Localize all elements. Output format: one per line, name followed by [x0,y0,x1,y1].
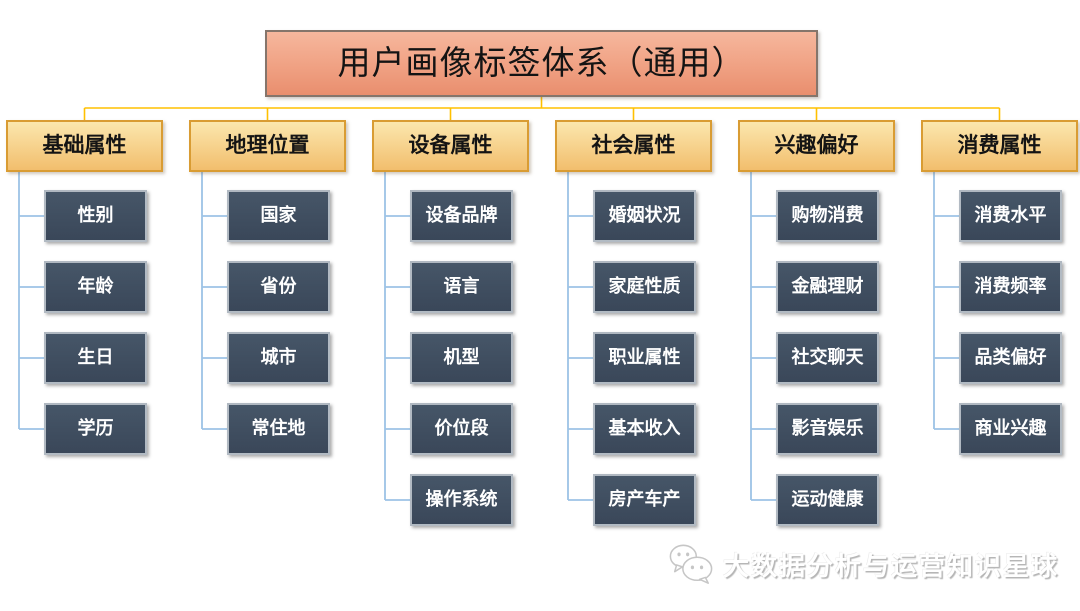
category-box-3: 设备属性 [372,120,529,172]
category-box-2: 地理位置 [189,120,346,172]
leaf-box: 职业属性 [593,332,696,384]
leaf-box: 社交聊天 [776,332,879,384]
leaf-box: 影音娱乐 [776,403,879,455]
leaf-box: 家庭性质 [593,261,696,313]
leaf-box: 金融理财 [776,261,879,313]
category-box-5: 兴趣偏好 [738,120,895,172]
category-box-1: 基础属性 [6,120,163,172]
leaf-box: 生日 [44,332,147,384]
leaf-box: 设备品牌 [410,190,513,242]
leaf-box: 婚姻状况 [593,190,696,242]
category-box-4: 社会属性 [555,120,712,172]
leaf-box: 消费水平 [959,190,1062,242]
leaf-box: 运动健康 [776,474,879,526]
leaf-box: 购物消费 [776,190,879,242]
watermark: 大数据分析与运营知识星球 [668,540,1059,588]
root-node: 用户画像标签体系（通用） [265,30,818,97]
leaf-box: 房产车产 [593,474,696,526]
leaf-box: 学历 [44,403,147,455]
leaf-box: 商业兴趣 [959,403,1062,455]
leaf-box: 基本收入 [593,403,696,455]
leaf-box: 语言 [410,261,513,313]
leaf-box: 机型 [410,332,513,384]
leaf-box: 省份 [227,261,330,313]
leaf-box: 常住地 [227,403,330,455]
leaf-box: 城市 [227,332,330,384]
leaf-box: 消费频率 [959,261,1062,313]
leaf-box: 品类偏好 [959,332,1062,384]
leaf-box: 国家 [227,190,330,242]
wechat-icon [669,544,713,584]
leaf-box: 年龄 [44,261,147,313]
leaf-box: 操作系统 [410,474,513,526]
leaf-box: 价位段 [410,403,513,455]
watermark-text: 大数据分析与运营知识星球 [723,550,1060,581]
leaf-box: 性别 [44,190,147,242]
category-box-6: 消费属性 [921,120,1078,172]
